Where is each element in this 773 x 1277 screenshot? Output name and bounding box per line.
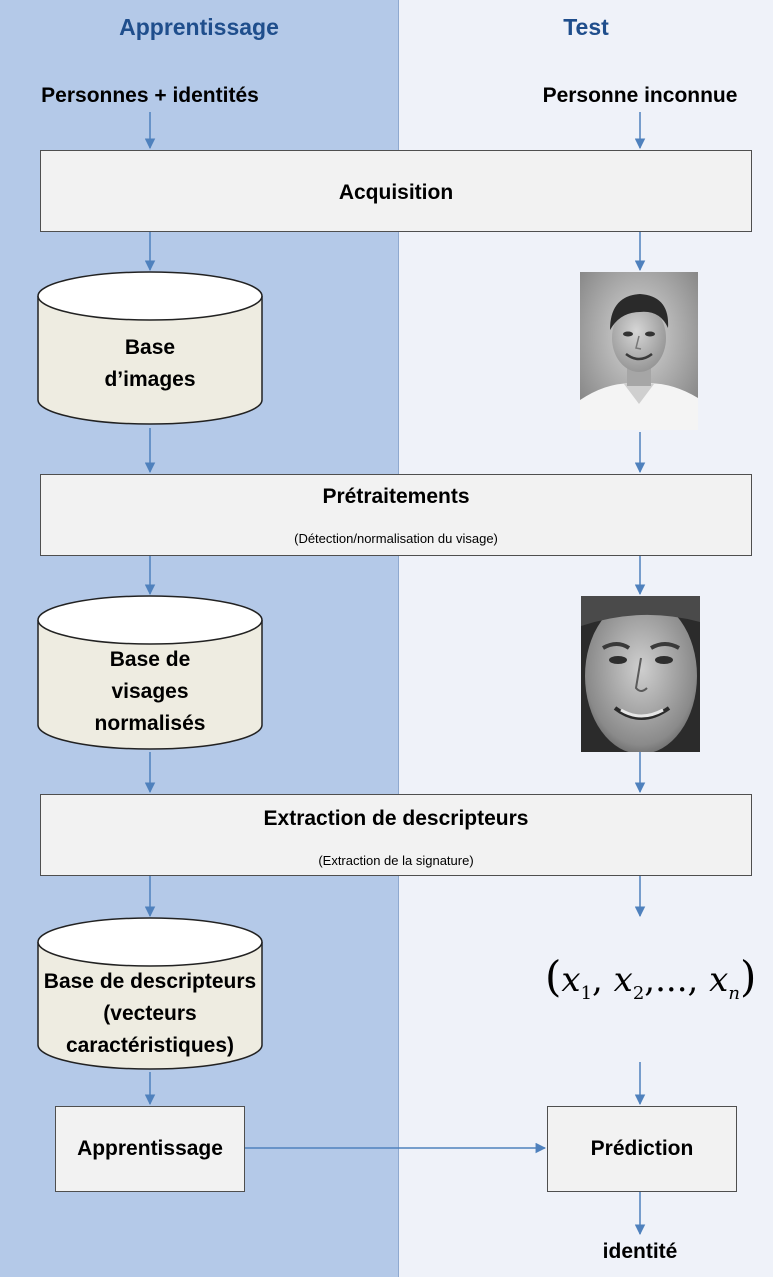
acquisition-box: Acquisition (40, 150, 752, 232)
formula-open-paren: ( (545, 952, 562, 1001)
formula-x2: x (613, 960, 633, 1000)
descriptor-database-cylinder (37, 917, 263, 1070)
input-persons-label: Personnes + identités (41, 84, 259, 107)
test-column-title: Test (563, 14, 609, 40)
preprocessing-sublabel: (Détection/normalisation du visage) (294, 531, 498, 546)
image-database-cylinder (37, 271, 263, 425)
formula-sub-2: 2 (632, 982, 645, 1004)
face-database-label: Base de visages normalisés (38, 644, 262, 740)
descriptor-database-line2: (vecteurs (103, 1002, 197, 1025)
extraction-label: Extraction de descripteurs (263, 807, 529, 830)
acquisition-label: Acquisition (338, 181, 454, 204)
image-database-line2: d’images (104, 368, 196, 391)
formula-comma-1: , (592, 960, 614, 1000)
descriptor-database-line3: caractéristiques) (65, 1034, 235, 1057)
face-database-line1: Base de (109, 648, 191, 671)
image-database-line1: Base (124, 336, 176, 359)
prediction-box: Prédiction (547, 1106, 737, 1192)
face-database-line2: visages (111, 680, 189, 703)
output-identity-label: identité (602, 1240, 678, 1263)
preprocessing-label: Prétraitements (322, 485, 470, 508)
formula-sub-1: 1 (580, 982, 593, 1004)
input-unknown-person-label: Personne inconnue (542, 84, 738, 107)
descriptor-database-line1: Base de descripteurs (43, 970, 257, 993)
learning-column-title: Apprentissage (119, 14, 279, 40)
normalized-face-photo (581, 596, 700, 752)
face-database-cylinder (37, 595, 263, 750)
learning-box-label: Apprentissage (77, 1137, 223, 1160)
image-database-label: Base d’images (38, 332, 262, 396)
learning-box: Apprentissage (55, 1106, 245, 1192)
extraction-sublabel: (Extraction de la signature) (318, 853, 474, 868)
formula-xn: x (709, 960, 729, 1000)
formula-sub-n: n (728, 982, 740, 1004)
descriptor-database-label: Base de descripteurs (vecteurs caractéri… (28, 966, 272, 1062)
feature-vector-formula: (x1, x2,..., xn) (545, 952, 756, 1004)
face-database-line3: normalisés (94, 712, 206, 735)
prediction-box-label: Prédiction (590, 1137, 694, 1160)
preprocessing-box: Prétraitements (Détection/normalisation … (40, 474, 752, 556)
formula-close-paren: ) (739, 952, 757, 1001)
person-photo (580, 272, 698, 430)
formula-x1: x (561, 960, 581, 1000)
extraction-box: Extraction de descripteurs (Extraction d… (40, 794, 752, 876)
formula-ellipsis: ,..., (644, 960, 710, 1000)
